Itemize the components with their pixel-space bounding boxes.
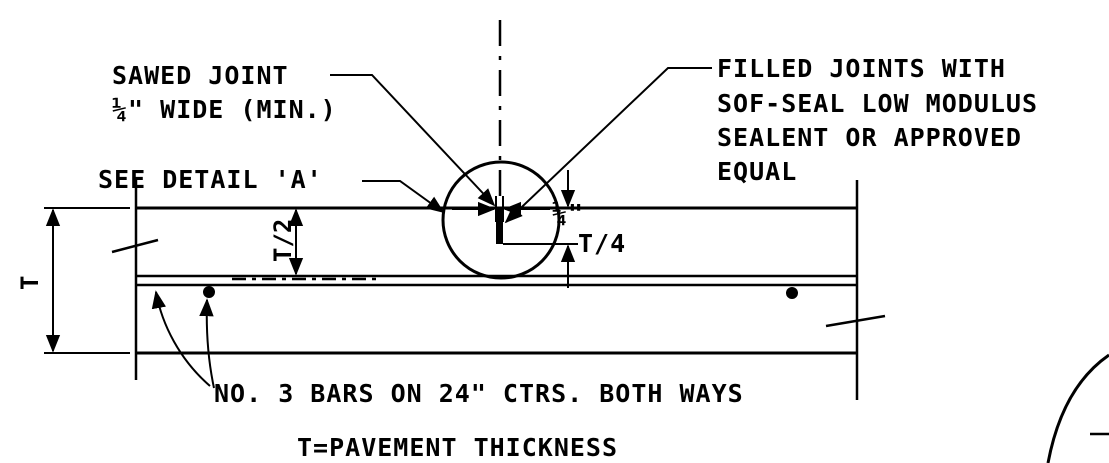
filled-joints-label-line1: FILLED JOINTS WITH (717, 54, 1006, 83)
bars-leader-left (151, 290, 211, 387)
thickness-label: T (16, 276, 44, 290)
break-mark-right (825, 314, 886, 328)
half-thickness-label: T/2 (269, 219, 297, 262)
filled-joints-label-line3: SEALENT OR APPROVED (717, 123, 1022, 152)
see-detail-leader (362, 180, 445, 214)
filled-joints-leader (504, 67, 712, 224)
thickness-dimension (44, 207, 130, 354)
pavement-slab (111, 180, 886, 400)
filled-joints-label-line2: SOF-SEAL LOW MODULUS (717, 89, 1038, 118)
rebar-dot-left (203, 286, 215, 298)
quarter-thickness-label: T/4 (578, 229, 626, 258)
sawed-joint-cut (496, 208, 503, 244)
bars-label: NO. 3 BARS ON 24" CTRS. BOTH WAYS (214, 379, 744, 408)
rebar-dot-right (786, 287, 798, 299)
quarter-thickness-dimension (503, 170, 578, 288)
legend-label: T=PAVEMENT THICKNESS (297, 433, 618, 462)
sawed-joint-label-line1: SAWED JOINT (112, 61, 289, 90)
see-detail-label: SEE DETAIL 'A' (98, 165, 323, 194)
bars-leader-right (199, 298, 215, 389)
adjacent-detail-circle (1046, 353, 1109, 463)
filled-joints-label-line4: EQUAL (717, 157, 797, 186)
sawed-joint-label-line2: ¼" WIDE (MIN.) (112, 95, 337, 124)
sawed-joint-leader (330, 74, 496, 207)
detail-a-circle (441, 160, 561, 280)
break-mark-left (111, 238, 159, 254)
